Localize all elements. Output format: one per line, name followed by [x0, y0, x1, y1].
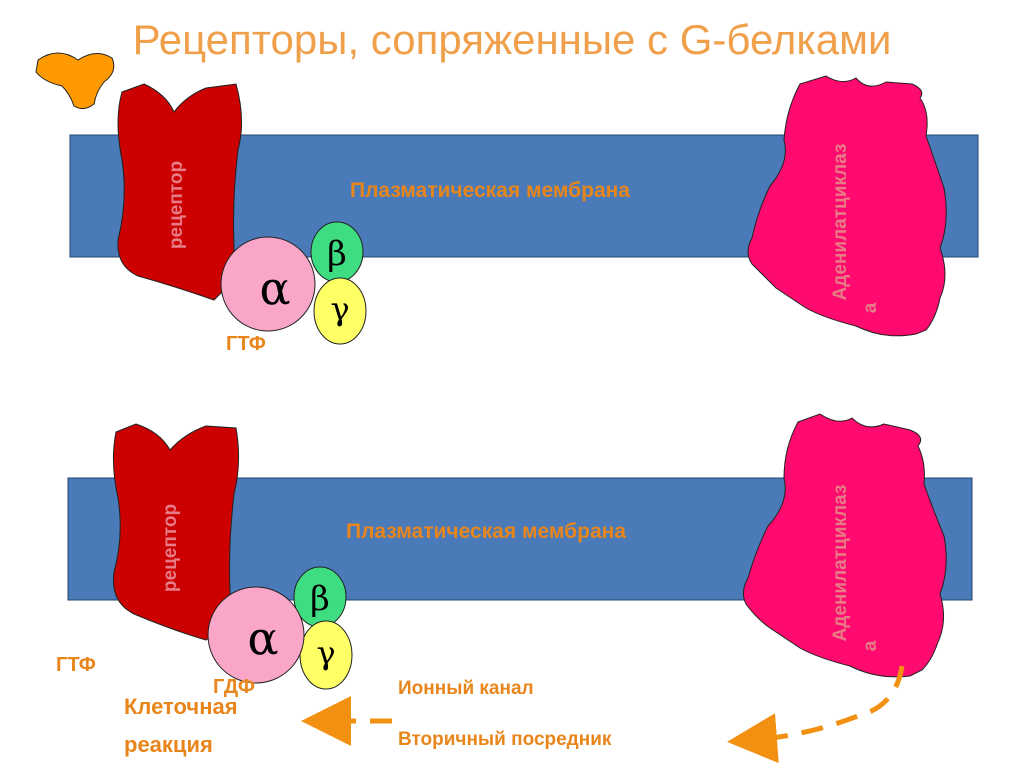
cyclase-label-bottom-line1: Аденилатциклаз	[830, 485, 851, 642]
second-messenger-label: Вторичный посредник	[398, 729, 612, 750]
adenylate-cyclase-top	[747, 75, 947, 337]
alpha-subunit-top	[220, 236, 316, 332]
alpha-symbol-bottom: α	[247, 611, 278, 665]
alpha-symbol-top: α	[259, 261, 290, 315]
membrane-label-bottom: Плазматическая мембрана	[346, 520, 626, 543]
gtp-label-top: ГТФ	[226, 333, 266, 355]
cell-response-line2: реакция	[124, 732, 213, 757]
ion-channel-label: Ионный канал	[398, 678, 534, 699]
gamma-subunit-top	[313, 277, 367, 345]
cyclase-label-top-line1: Аденилатциклаз	[830, 144, 851, 301]
gamma-symbol-bottom: γ	[316, 634, 335, 672]
beta-symbol-top: β	[327, 234, 347, 274]
ligand	[35, 52, 115, 110]
receptor-label-bottom: рецептор	[160, 504, 181, 592]
adenylate-cyclase-bottom	[742, 413, 947, 678]
gdp-label-bottom: ГДФ	[213, 676, 255, 698]
cyclase-label-bottom-line2: а	[860, 640, 881, 651]
gtp-label-bottom: ГТФ	[56, 654, 96, 676]
cyclase-label-top-line2: а	[860, 302, 881, 313]
slide-title: Рецепторы, сопряженные с G-белками	[132, 16, 892, 63]
arrow-cyclase-to-second-messenger	[727, 665, 905, 764]
cell-response-line1: Клеточная	[124, 694, 238, 719]
membrane-label-top: Плазматическая мембрана	[350, 179, 630, 202]
beta-symbol-bottom: β	[310, 579, 330, 619]
gamma-symbol-top: γ	[330, 290, 349, 328]
alpha-subunit-bottom	[207, 586, 305, 684]
receptor-label-top: рецептор	[166, 161, 187, 249]
